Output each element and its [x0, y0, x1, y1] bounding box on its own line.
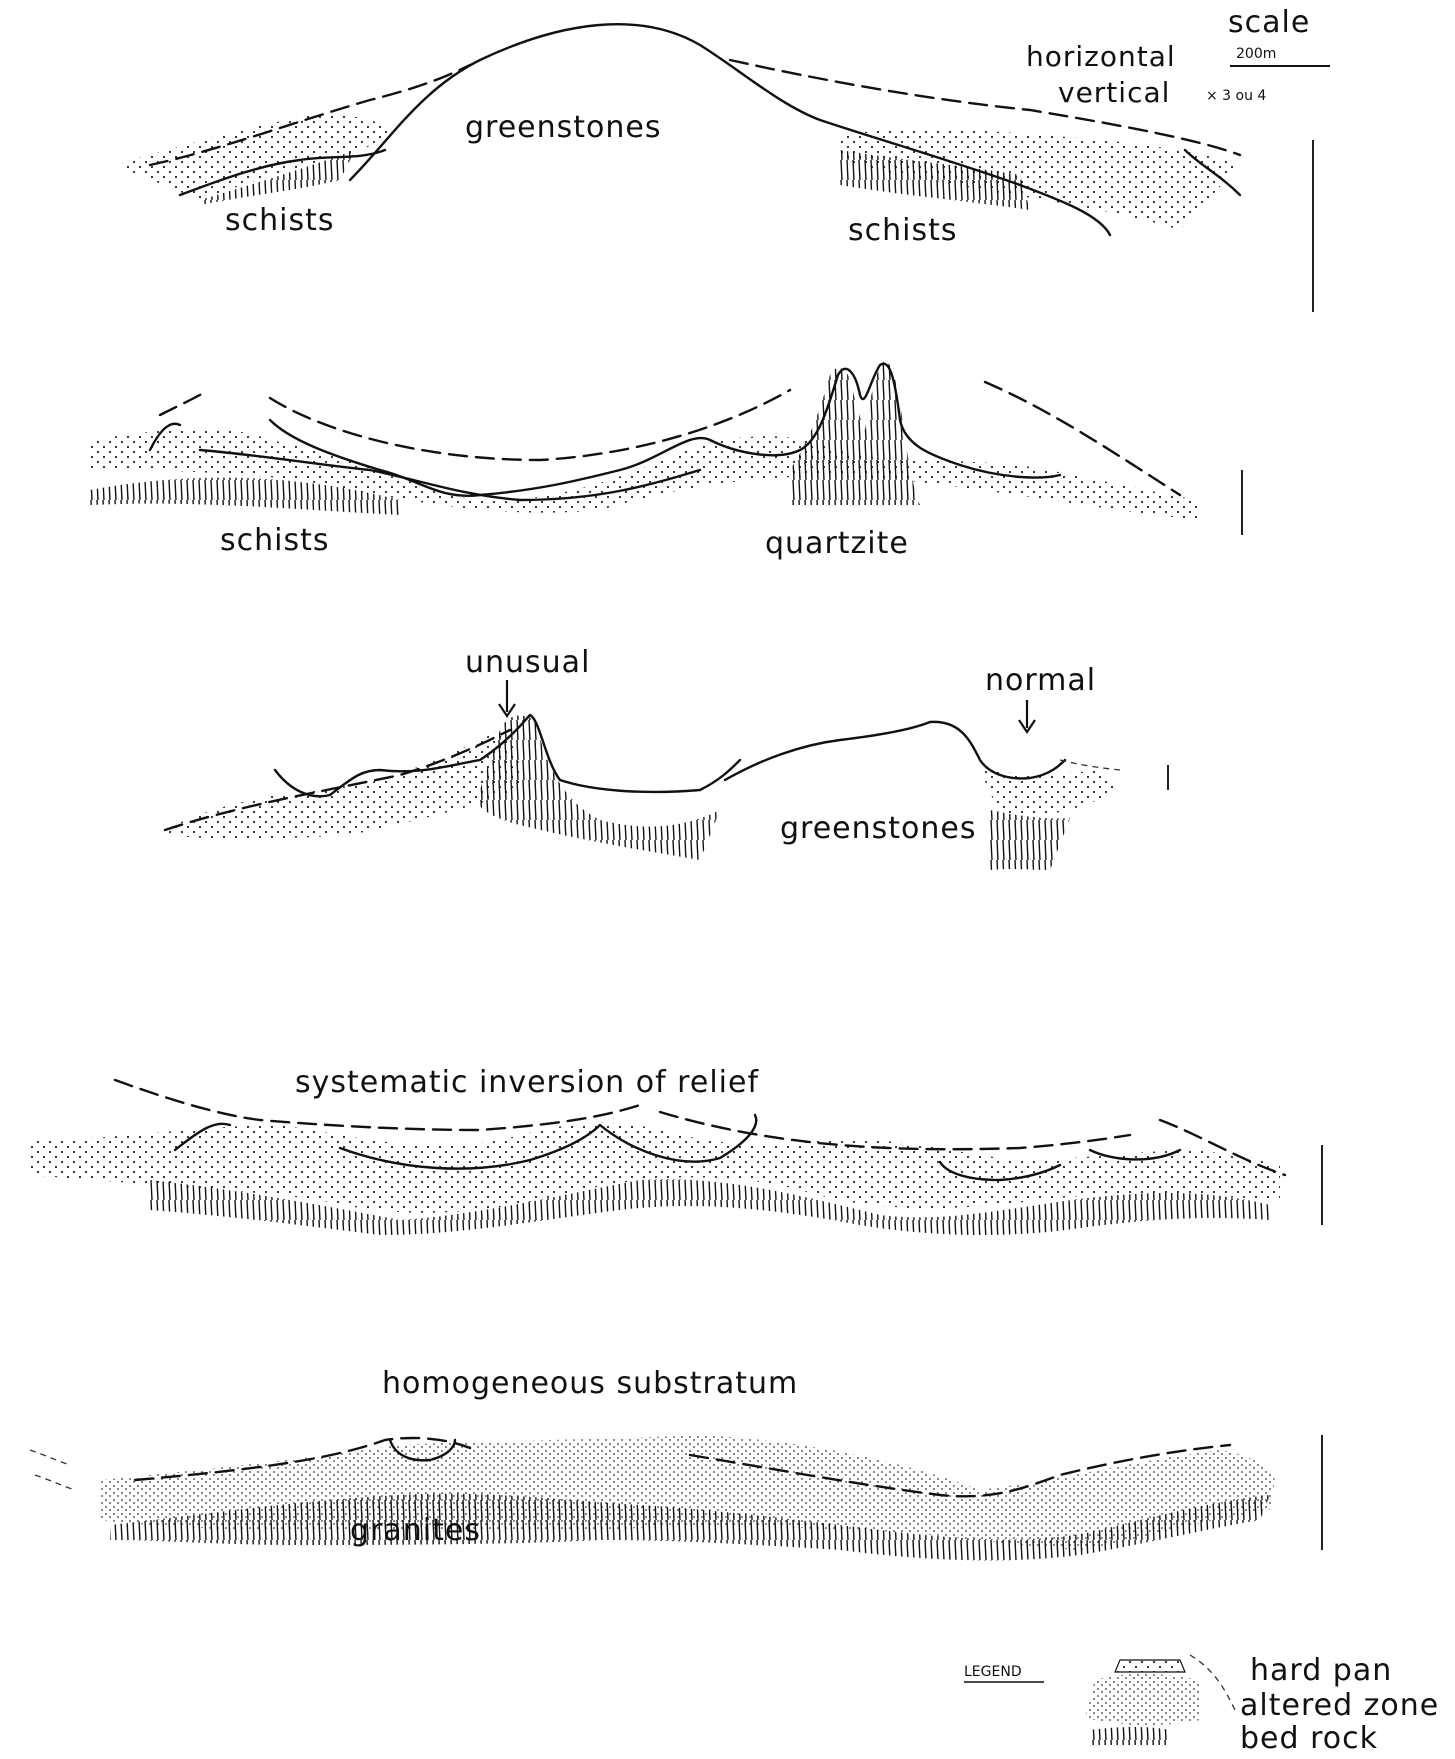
profile-2-label-schists: schists [220, 523, 330, 558]
profile-1-label-schists-right: schists [848, 213, 958, 248]
profile-2-label-quartzite: quartzite [765, 526, 909, 561]
profile-2-envelope-left [160, 392, 205, 415]
scale-horizontal-label: horizontal [1026, 40, 1176, 73]
profile-3-bedrock-right [990, 810, 1070, 870]
profile-4: systematic inversion of relief [30, 1065, 1322, 1235]
legend: LEGEND hard pan altered zone bed rock [964, 1653, 1439, 1756]
legend-symbol-bedrock [1090, 1727, 1170, 1745]
scale-horizontal-value: 200m [1236, 46, 1276, 62]
profile-3: unusual normal greenstones [165, 645, 1168, 870]
profile-5-title: homogeneous substratum [382, 1366, 798, 1401]
scale-vertical-label: vertical [1058, 76, 1170, 109]
profile-3-greenstones-hill [725, 722, 1065, 780]
legend-item-altered: altered zone [1240, 1688, 1439, 1723]
profile-3-label-normal: normal [985, 663, 1096, 698]
legend-title: LEGEND [964, 1664, 1022, 1680]
profile-2: schists quartzite [90, 360, 1242, 561]
profile-1-label-schists-left: schists [225, 203, 335, 238]
profile-2-quartzite-peak [790, 360, 920, 505]
profile-3-label-unusual: unusual [465, 645, 590, 680]
legend-item-hardpan: hard pan [1250, 1653, 1392, 1688]
legend-symbol-altered [1085, 1674, 1200, 1725]
profile-3-altered-right [980, 770, 1120, 816]
legend-item-bedrock: bed rock [1240, 1721, 1378, 1756]
profile-1-label-greenstones: greenstones [465, 110, 662, 145]
profile-4-title: systematic inversion of relief [295, 1065, 759, 1100]
profile-3-hardpan-right [1060, 760, 1120, 770]
profile-5-label-granites: granites [350, 1513, 481, 1548]
profile-5-outer-left [30, 1450, 75, 1490]
profile-3-label-greenstones: greenstones [780, 811, 977, 846]
legend-symbol-hardpan [1115, 1660, 1185, 1672]
scale-title: scale [1228, 5, 1310, 40]
scale-vertical-value: × 3 ou 4 [1206, 88, 1266, 104]
profile-5: homogeneous substratum granites [30, 1366, 1322, 1560]
